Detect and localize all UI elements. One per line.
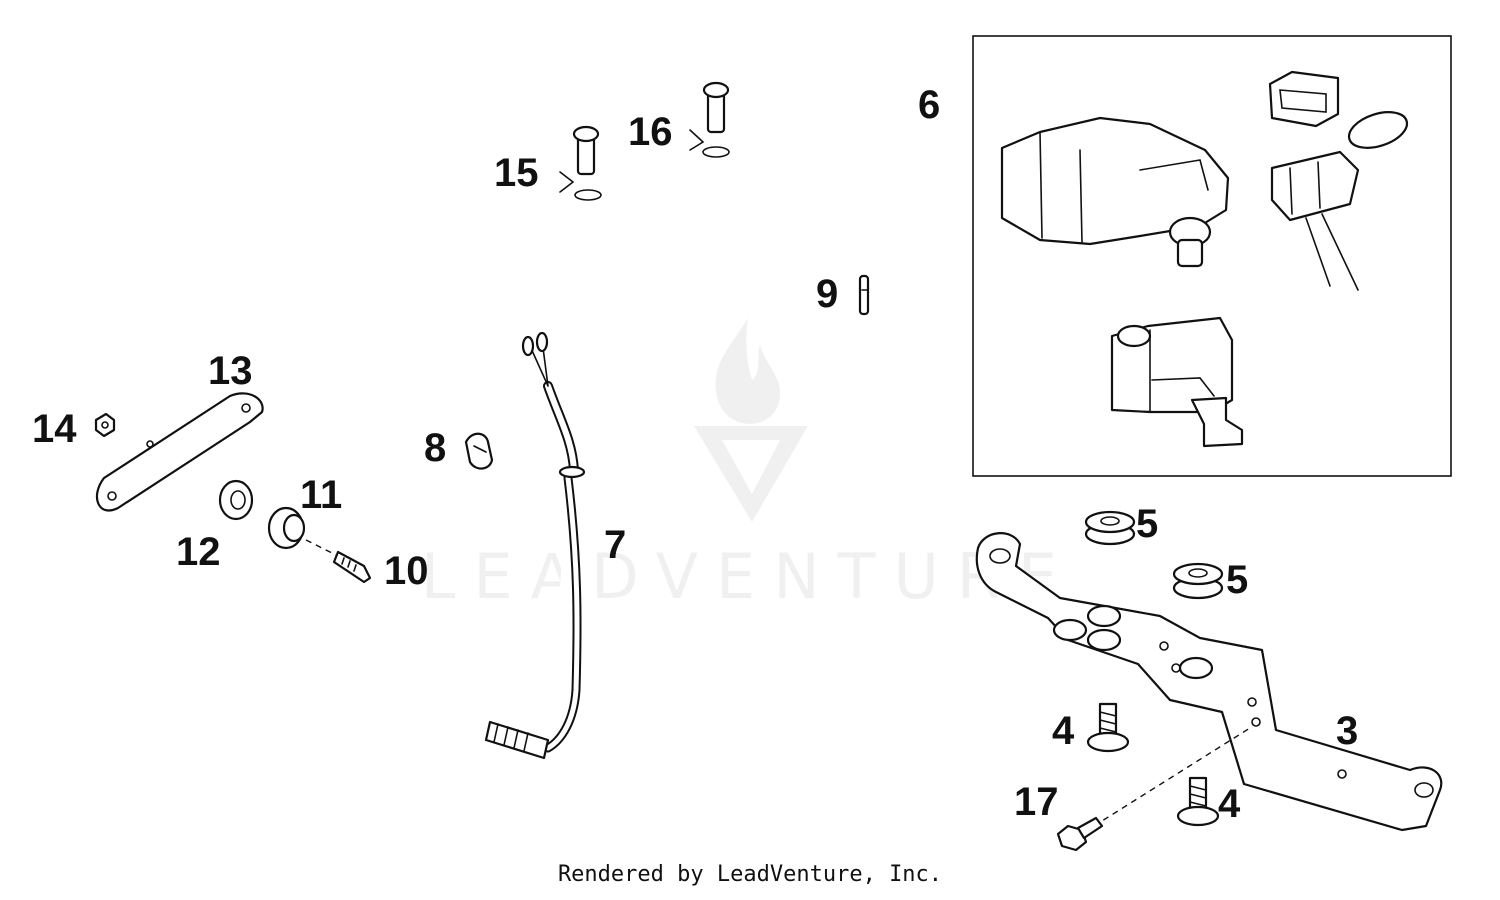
callout-5a: 5: [1136, 502, 1158, 546]
footer-credit: Rendered by LeadVenture, Inc.: [557, 862, 943, 887]
watermark-text: LEADVENTURE: [421, 540, 1075, 613]
callout-4a: 4: [1052, 709, 1075, 753]
part-6-kit-box: [972, 35, 1452, 477]
part-11-bushing: [267, 506, 306, 550]
part-8-clamp: [464, 432, 494, 470]
part-17-leader: [1093, 727, 1251, 827]
callout-7: 7: [604, 523, 626, 567]
part-5-grommet-a: [1084, 510, 1136, 546]
callout-9: 9: [816, 272, 838, 316]
part-7-sensor-cable: [484, 331, 586, 760]
callout-5b: 5: [1226, 558, 1248, 602]
part-16-pin: [689, 81, 730, 158]
part-4-screw-b: [1176, 776, 1220, 827]
callout-13: 13: [208, 349, 253, 393]
callout-15: 15: [494, 151, 539, 195]
v-logo-icon: [694, 426, 808, 522]
part-6-connector: [1270, 150, 1360, 291]
callout-12: 12: [176, 530, 221, 574]
part-10-leader: [305, 539, 339, 557]
callout-17: 17: [1014, 780, 1059, 824]
callout-8: 8: [424, 426, 446, 470]
part-5-grommet-b: [1172, 562, 1224, 600]
part-6-switch-housing: [1000, 116, 1230, 268]
leadventure-watermark: LEADVENTURE: [421, 318, 1075, 613]
callout-14: 14: [32, 407, 77, 451]
callout-16: 16: [628, 110, 673, 154]
part-4-screw-a: [1086, 702, 1130, 753]
part-3-bracket: [975, 532, 1443, 832]
part-9-clip: [858, 274, 870, 316]
part-10-screw: [332, 550, 372, 584]
part-6-relay-block: [1110, 316, 1244, 448]
flame-logo-icon: [715, 318, 781, 424]
callout-6: 6: [918, 83, 940, 127]
part-17-bolt: [1056, 816, 1104, 852]
callout-10: 10: [384, 549, 429, 593]
part-12-spacer: [218, 479, 254, 521]
callout-3: 3: [1336, 709, 1358, 753]
part-14-nut: [94, 412, 116, 438]
callout-11: 11: [300, 473, 342, 517]
part-6-display-unit: [1268, 70, 1409, 149]
part-13-plate: [95, 392, 264, 512]
part-15-pin: [559, 125, 602, 201]
callout-4b: 4: [1218, 782, 1241, 826]
